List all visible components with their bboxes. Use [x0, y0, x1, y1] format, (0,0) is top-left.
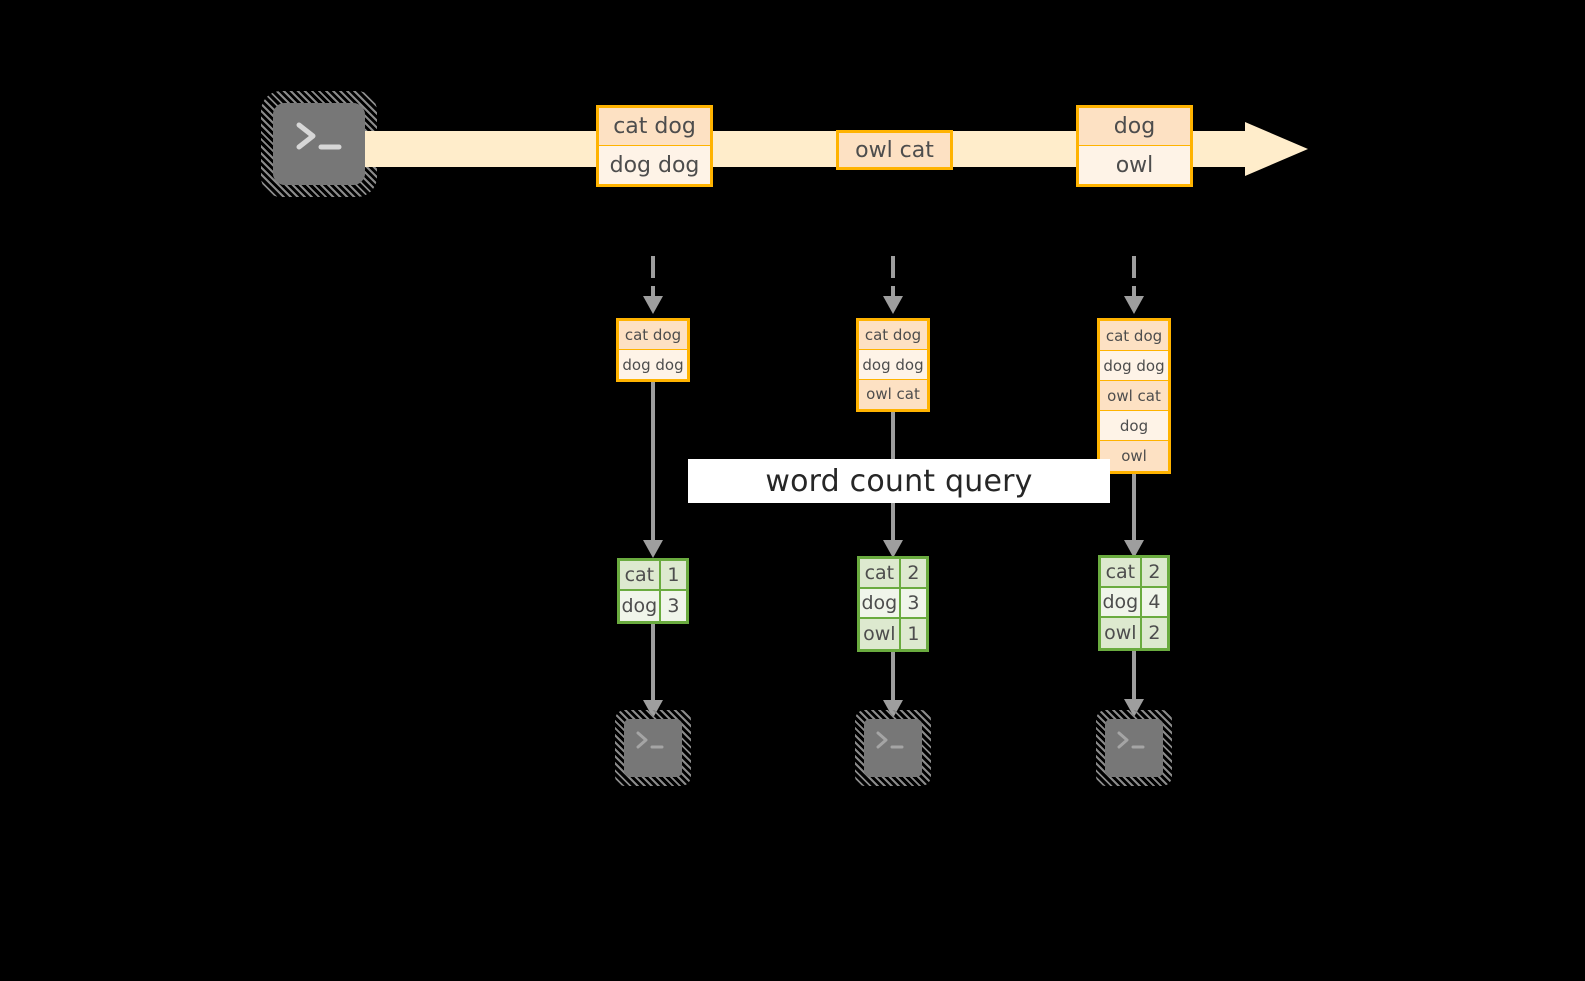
batch-line: dog dog	[859, 350, 927, 380]
stream-token-1: cat dog dog dog	[596, 105, 713, 187]
batch-line: owl cat	[859, 379, 927, 409]
batch-line: cat dog	[619, 321, 687, 351]
stream-token-line: owl	[1079, 146, 1190, 184]
result-count: 3	[660, 591, 686, 621]
result-to-sink-connector-2	[881, 652, 905, 720]
result-table-3: cat 2 dog 4 owl 2	[1098, 555, 1170, 651]
stream-to-batch-connector-2	[881, 256, 905, 316]
result-word: cat	[620, 561, 661, 589]
result-row: owl 2	[1101, 618, 1167, 648]
sink-terminal-3	[1096, 710, 1172, 786]
result-word: dog	[620, 591, 661, 621]
result-count: 2	[1141, 618, 1167, 648]
batch-state-3: cat dog dog dog owl cat dog owl	[1097, 318, 1171, 474]
result-row: owl 1	[860, 619, 926, 649]
query-label: word count query	[688, 459, 1110, 503]
batch-to-result-connector-1	[641, 382, 665, 560]
result-count: 2	[900, 559, 926, 587]
stream-token-line: cat dog	[599, 108, 710, 146]
result-word: cat	[860, 559, 901, 587]
terminal-prompt-glyph	[636, 731, 664, 749]
batch-line: owl cat	[1100, 381, 1168, 411]
batch-line: dog	[1100, 411, 1168, 441]
terminal-body	[273, 103, 365, 185]
result-word: dog	[860, 589, 901, 617]
result-count: 4	[1141, 588, 1167, 616]
batch-line: owl	[1100, 441, 1168, 471]
result-row: cat 2	[1101, 558, 1167, 588]
result-row: dog 3	[860, 589, 926, 619]
result-word: owl	[860, 619, 901, 649]
terminal-prompt-glyph	[876, 731, 904, 749]
stream-to-batch-connector-1	[641, 256, 665, 316]
stream-token-line: dog	[1079, 108, 1190, 146]
terminal-prompt-glyph	[1117, 731, 1145, 749]
stream-token-2: owl cat	[836, 130, 953, 170]
result-row: dog 4	[1101, 588, 1167, 618]
result-count: 3	[900, 589, 926, 617]
batch-line: cat dog	[859, 321, 927, 351]
result-word: owl	[1101, 618, 1142, 648]
result-word: dog	[1101, 588, 1142, 616]
batch-line: dog dog	[1100, 351, 1168, 381]
result-table-1: cat 1 dog 3	[617, 558, 689, 624]
sink-terminal-2	[855, 710, 931, 786]
batch-line: cat dog	[1100, 321, 1168, 351]
result-row: dog 3	[620, 591, 686, 621]
query-label-text: word count query	[765, 463, 1033, 499]
stream-token-line: owl cat	[839, 133, 950, 167]
stream-token-3: dog owl	[1076, 105, 1193, 187]
result-row: cat 1	[620, 561, 686, 591]
batch-to-result-connector-3	[1122, 474, 1146, 560]
stream-to-batch-connector-3	[1122, 256, 1146, 316]
result-to-sink-connector-3	[1122, 651, 1146, 719]
source-terminal-icon	[261, 91, 377, 197]
result-to-sink-connector-1	[641, 624, 665, 720]
result-count: 1	[660, 561, 686, 589]
batch-state-1: cat dog dog dog	[616, 318, 690, 382]
result-count: 1	[900, 619, 926, 649]
batch-line: dog dog	[619, 350, 687, 379]
sink-terminal-1	[615, 710, 691, 786]
terminal-prompt-glyph	[296, 122, 342, 150]
result-row: cat 2	[860, 559, 926, 589]
batch-state-2: cat dog dog dog owl cat	[856, 318, 930, 412]
result-word: cat	[1101, 558, 1142, 586]
result-table-2: cat 2 dog 3 owl 1	[857, 556, 929, 652]
result-count: 2	[1141, 558, 1167, 586]
stream-token-line: dog dog	[599, 146, 710, 184]
